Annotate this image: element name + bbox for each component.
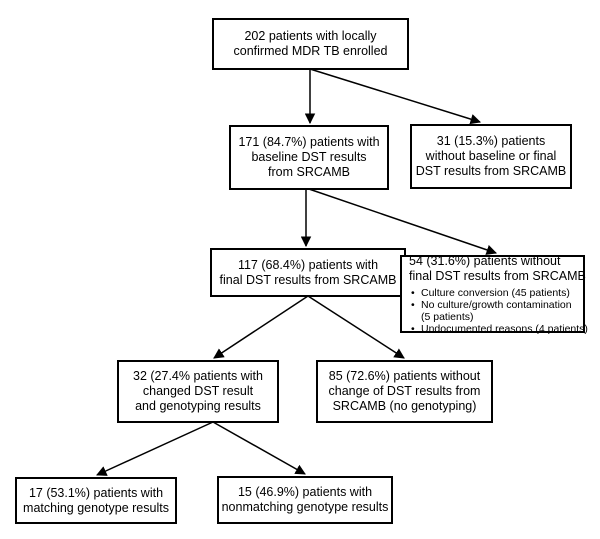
node-text: baseline DST results [251,150,367,164]
node-no-baseline-dst: 31 (15.3%) patients without baseline or … [410,124,572,189]
arrow-baseline-to-no-final [305,187,497,255]
node-changed-dst: 32 (27.4% patients with changed DST resu… [117,360,279,423]
node-text: 171 (84.7%) patients with [238,135,380,149]
reason-text: (5 patients) [421,310,474,323]
arrow-changed-to-matching [96,421,214,476]
reason-text: Culture conversion (45 patients) [421,286,570,299]
node-baseline-dst: 171 (84.7%) patients with baseline DST r… [229,125,389,190]
node-unchanged-dst: 85 (72.6%) patients without change of DS… [316,360,493,423]
node-text: 32 (27.4% patients with [133,369,263,383]
node-enrolled: 202 patients with locally confirmed MDR … [212,18,409,70]
arrow-final-to-unchanged [307,295,405,359]
node-text: 202 patients with locally [244,29,377,43]
node-text: change of DST results from [328,384,481,398]
arrow-final-to-changed [213,295,309,359]
node-text: final DST results from SRCAMB [219,272,397,287]
reason-item: Undocumented reasons (4 patients) [411,322,588,335]
node-text: changed DST result [142,384,254,398]
node-text: 15 (46.9%) patients with [237,485,373,499]
node-nonmatching-genotype: 15 (46.9%) patients with nonmatching gen… [217,476,393,524]
arrow-changed-to-nonmatching [212,421,306,475]
reason-text: Undocumented reasons (4 patients) [421,322,588,335]
node-text: confirmed MDR TB enrolled [233,44,388,58]
node-text: 85 (72.6%) patients without [328,369,481,383]
node-text: 117 (68.4%) patients with [237,257,379,272]
node-text: 31 (15.3%) patients [436,134,546,148]
node-text: 54 (31.6%) patients without [409,253,561,268]
node-final-dst: 117 (68.4%) patients with final DST resu… [210,248,406,297]
arrow-enrolled-to-no-baseline [309,68,482,125]
node-text: final DST results from SRCAMB [409,268,586,283]
reason-text: No culture/growth contamination [421,298,572,311]
node-no-final-dst: 54 (31.6%) patients without final DST re… [400,253,588,335]
reasons-list: Culture conversion (45 patients) No cult… [409,286,588,335]
node-text: 17 (53.1%) patients with [28,485,164,500]
node-text: and genotyping results [135,399,261,413]
reason-item: Culture conversion (45 patients) [411,286,583,299]
node-text: from SRCAMB [268,165,350,179]
reason-item: No culture/growth contamination (5 patie… [411,298,583,323]
node-text: nonmatching genotype results [221,500,389,514]
node-text: matching genotype results [23,500,169,515]
node-text: SRCAMB (no genotyping) [332,399,477,413]
node-matching-genotype: 17 (53.1%) patients with matching genoty… [15,477,177,524]
node-text: without baseline or final [425,149,557,163]
node-text: DST results from SRCAMB [415,164,567,178]
